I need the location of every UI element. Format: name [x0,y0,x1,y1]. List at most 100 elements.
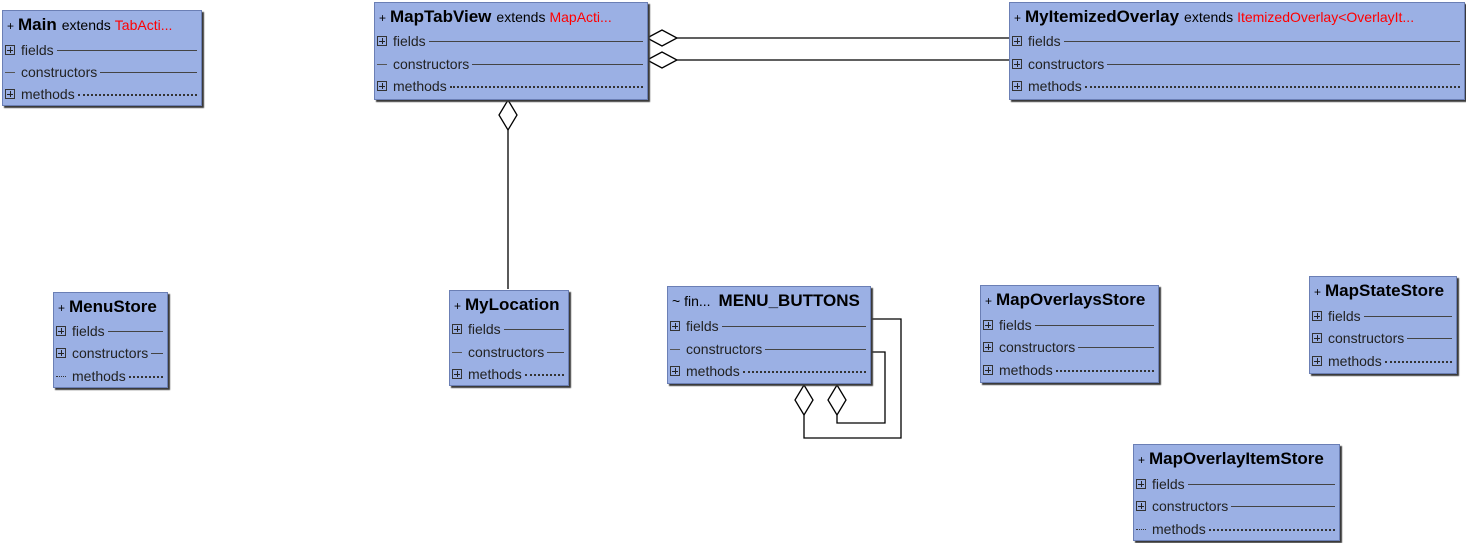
expand-icon[interactable] [1012,36,1022,46]
fields-section[interactable]: fields [452,320,564,338]
class-name: MenuStore [69,297,157,316]
section-label: constructors [21,64,98,80]
empty-section-marker [5,71,15,73]
superclass-name: ItemizedOverlay<OverlayIt... [1237,9,1415,25]
methods-section[interactable]: methods [670,362,866,380]
constructors-section[interactable]: constructors [1136,497,1335,515]
section-divider [1084,85,1460,88]
section-divider [721,326,866,327]
class-box-mylocation[interactable]: +MyLocation fields constructors methods [449,290,569,386]
expand-icon[interactable] [5,45,15,55]
modifier: + [454,299,462,313]
expand-icon[interactable] [1312,356,1322,366]
class-box-mapstatestore[interactable]: +MapStateStore fields constructors metho… [1309,276,1457,374]
constructors-section[interactable]: constructors [983,338,1154,356]
section-divider [56,50,197,51]
modifier: + [1138,453,1146,467]
extends-keyword: extends [496,9,546,25]
constructors-section[interactable]: constructors [377,55,643,73]
class-name: MapStateStore [1325,281,1445,300]
section-label: constructors [1152,498,1229,514]
expand-icon[interactable] [1312,333,1322,343]
expand-icon[interactable] [983,365,993,375]
section-divider [100,72,197,73]
class-box-mapoverlaysstore[interactable]: +MapOverlaysStore fields constructors me… [980,285,1159,383]
expand-icon[interactable] [452,369,462,379]
section-divider [524,373,564,376]
section-label: methods [1152,521,1206,537]
section-label: methods [999,362,1053,378]
fields-section[interactable]: fields [377,32,643,50]
empty-section-marker [1136,528,1146,530]
fields-section[interactable]: fields [983,316,1154,334]
constructors-section[interactable]: constructors [1012,55,1460,73]
modifier: + [985,294,993,308]
expand-icon[interactable] [377,81,387,91]
expand-icon[interactable] [5,89,15,99]
methods-section[interactable]: methods [1312,352,1452,370]
methods-section[interactable]: methods [983,361,1154,379]
section-label: fields [1152,476,1185,492]
class-name: MapTabView [390,7,492,26]
section-label: constructors [468,344,545,360]
methods-section[interactable]: methods [1012,77,1460,95]
class-box-menu-buttons[interactable]: ~ fin... MENU_BUTTONS fields constructors… [667,286,871,384]
methods-section[interactable]: methods [377,77,643,95]
fields-section[interactable]: fields [5,41,197,59]
constructors-section[interactable]: constructors [5,63,197,81]
constructors-section[interactable]: constructors [1312,329,1452,347]
constructors-section[interactable]: constructors [452,343,564,361]
class-name: Main [18,15,57,34]
methods-section[interactable]: methods [1136,520,1335,538]
class-name: MENU_BUTTONS [718,291,860,310]
aggregation-diamond [645,29,679,47]
expand-icon[interactable] [377,36,387,46]
methods-section[interactable]: methods [56,367,163,385]
modifier: + [1014,11,1022,25]
section-label: constructors [1328,330,1405,346]
expand-icon[interactable] [56,348,66,358]
fields-section[interactable]: fields [1012,32,1460,50]
class-box-menustore[interactable]: +MenuStore fields constructors methods [53,292,168,388]
expand-icon[interactable] [983,342,993,352]
constructors-section[interactable]: constructors [56,344,163,362]
expand-icon[interactable] [1012,59,1022,69]
fields-section[interactable]: fields [1136,475,1335,493]
modifier: ~ fin... [672,293,711,309]
section-divider [1107,64,1460,65]
class-name: MapOverlayItemStore [1149,449,1324,468]
section-label: methods [72,368,126,384]
section-divider [1407,338,1452,339]
expand-icon[interactable] [1136,501,1146,511]
constructors-section[interactable]: constructors [670,340,866,358]
expand-icon[interactable] [983,320,993,330]
section-divider [1384,360,1452,363]
modifier: + [379,11,387,25]
aggregation-diamond [645,51,679,69]
section-label: constructors [999,339,1076,355]
expand-icon[interactable] [452,324,462,334]
methods-section[interactable]: methods [452,365,564,383]
section-label: constructors [72,345,149,361]
fields-section[interactable]: fields [670,317,866,335]
expand-icon[interactable] [1312,311,1322,321]
fields-section[interactable]: fields [56,322,163,340]
section-divider [1363,316,1452,317]
section-label: constructors [686,341,763,357]
fields-section[interactable]: fields [1312,307,1452,325]
expand-icon[interactable] [56,326,66,336]
class-box-mapoverlayitemstore[interactable]: +MapOverlayItemStore fields constructors… [1133,444,1340,541]
expand-icon[interactable] [1012,81,1022,91]
section-label: methods [393,78,447,94]
aggregation-diamond [498,98,518,132]
methods-section[interactable]: methods [5,85,197,103]
expand-icon[interactable] [1136,479,1146,489]
section-divider [428,41,643,42]
expand-icon[interactable] [670,321,680,331]
section-label: methods [1028,78,1082,94]
class-name: MapOverlaysStore [996,290,1146,309]
expand-icon[interactable] [670,366,680,376]
